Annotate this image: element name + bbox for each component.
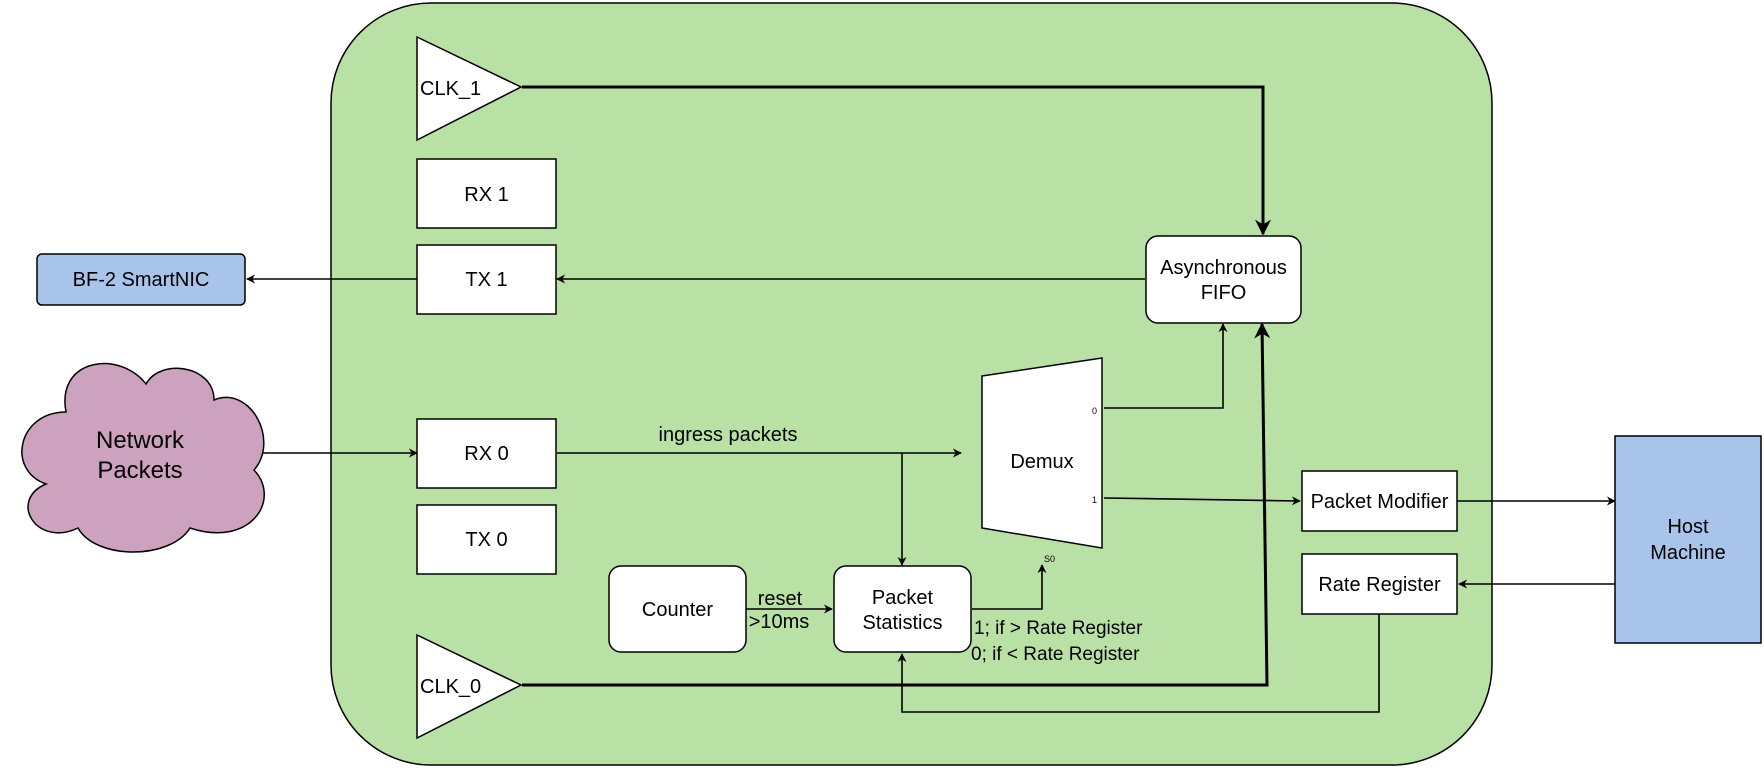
- tx1-block: TX 1: [416, 244, 557, 315]
- demux-select-label: S0: [1044, 554, 1055, 564]
- rx1-block: RX 1: [416, 158, 557, 229]
- reset-label: reset: [758, 588, 803, 610]
- async-fifo-line2: FIFO: [1201, 282, 1247, 304]
- stats-to-demux-select-wire: [972, 564, 1047, 610]
- async-fifo-line1: Asynchronous: [1160, 257, 1287, 279]
- rate-register-label: Rate Register: [1318, 574, 1441, 596]
- counter-label: Counter: [642, 599, 713, 621]
- tx0-block: TX 0: [416, 504, 557, 575]
- rx0-block: RX 0: [416, 418, 557, 489]
- rate-condition-0-label: 0; if < Rate Register: [971, 644, 1140, 665]
- tx1-label: TX 1: [465, 269, 507, 291]
- packet-statistics-block: Packet Statistics: [833, 565, 972, 653]
- clk1-label: CLK_1: [420, 78, 481, 100]
- network-packets-cloud: Network Packets: [21, 362, 265, 553]
- rx1-label: RX 1: [464, 184, 508, 206]
- smartnic-label: BF-2 SmartNIC: [73, 269, 210, 291]
- clk1-buffer: CLK_1: [416, 35, 523, 142]
- demux-label: Demux: [1010, 451, 1073, 473]
- demux-out0-label: 0: [1092, 406, 1097, 416]
- counter-block: Counter: [608, 565, 747, 653]
- ingress-packets-label: ingress packets: [659, 424, 798, 446]
- network-packets-line1: Network: [96, 427, 185, 454]
- clk0-to-fifo-wire: [522, 322, 1271, 687]
- rate-condition-1-label: 1; if > Rate Register: [974, 618, 1143, 639]
- tx0-label: TX 0: [465, 529, 507, 551]
- network-packets-line2: Packets: [97, 457, 182, 484]
- reset-interval-label: >10ms: [749, 611, 810, 633]
- demux0-to-fifo-wire: [1104, 323, 1228, 409]
- packet-modifier-block: Packet Modifier: [1301, 470, 1458, 532]
- rx0-label: RX 0: [464, 443, 508, 465]
- demux-out1-label: 1: [1092, 495, 1097, 505]
- host-machine-line2: Machine: [1650, 542, 1726, 564]
- demux-block: Demux 0 1 S0: [981, 357, 1103, 564]
- clk0-label: CLK_0: [420, 676, 481, 698]
- rateregister-to-stats-wire: [897, 614, 1380, 713]
- packet-modifier-label: Packet Modifier: [1311, 491, 1449, 513]
- rate-register-block: Rate Register: [1301, 553, 1458, 615]
- clk1-to-fifo-wire: [522, 85, 1271, 236]
- async-fifo-block: Asynchronous FIFO: [1145, 235, 1302, 324]
- packet-statistics-line1: Packet: [872, 587, 934, 609]
- host-machine-line1: Host: [1667, 516, 1709, 538]
- smartnic-block: BF-2 SmartNIC: [36, 253, 246, 306]
- demux1-to-modifier-wire: [1103, 496, 1301, 506]
- clk0-buffer: CLK_0: [416, 633, 523, 740]
- host-machine-block: Host Machine: [1614, 435, 1762, 644]
- packet-statistics-line2: Statistics: [862, 612, 942, 634]
